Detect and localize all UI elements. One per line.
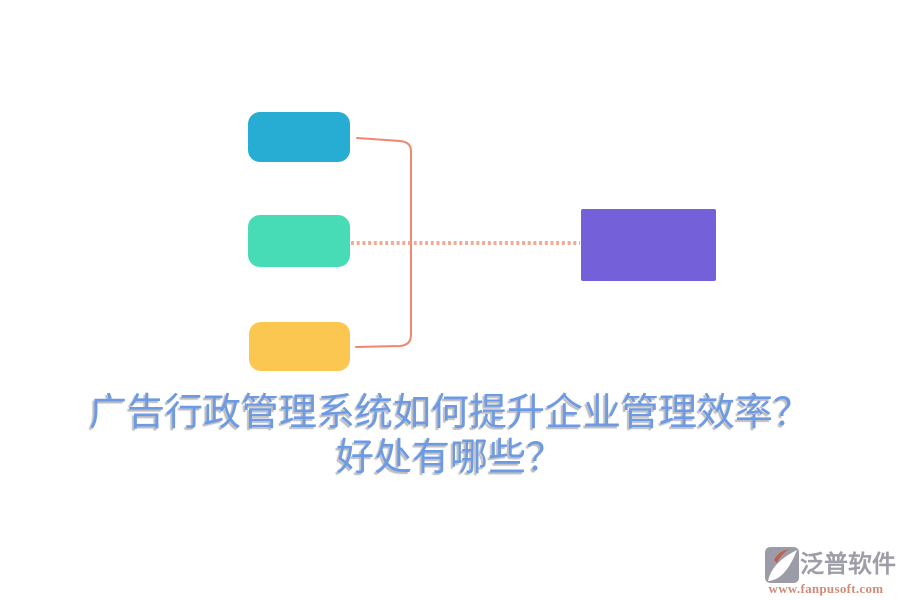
watermark-top-row: 泛普软件 (764, 546, 896, 584)
watermark-url: www.fanpusoft.com (768, 581, 884, 596)
fanpu-logo-icon (765, 547, 799, 583)
watermark: 泛普软件 www.fanpusoft.com (764, 546, 896, 597)
title-line-2: 好处有哪些？ (335, 437, 564, 479)
solid-bracket-connector (355, 137, 412, 348)
watermark-brand: 泛普软件 (800, 551, 896, 578)
branch-node-middle (248, 215, 350, 267)
branch-node-bottom (249, 322, 350, 371)
page-title: 广告行政管理系统如何提升企业管理效率？ 好处有哪些？ (0, 391, 900, 481)
branch-node-top (248, 112, 350, 162)
title-line-1: 广告行政管理系统如何提升企业管理效率？ (88, 392, 811, 434)
root-node (581, 209, 716, 281)
